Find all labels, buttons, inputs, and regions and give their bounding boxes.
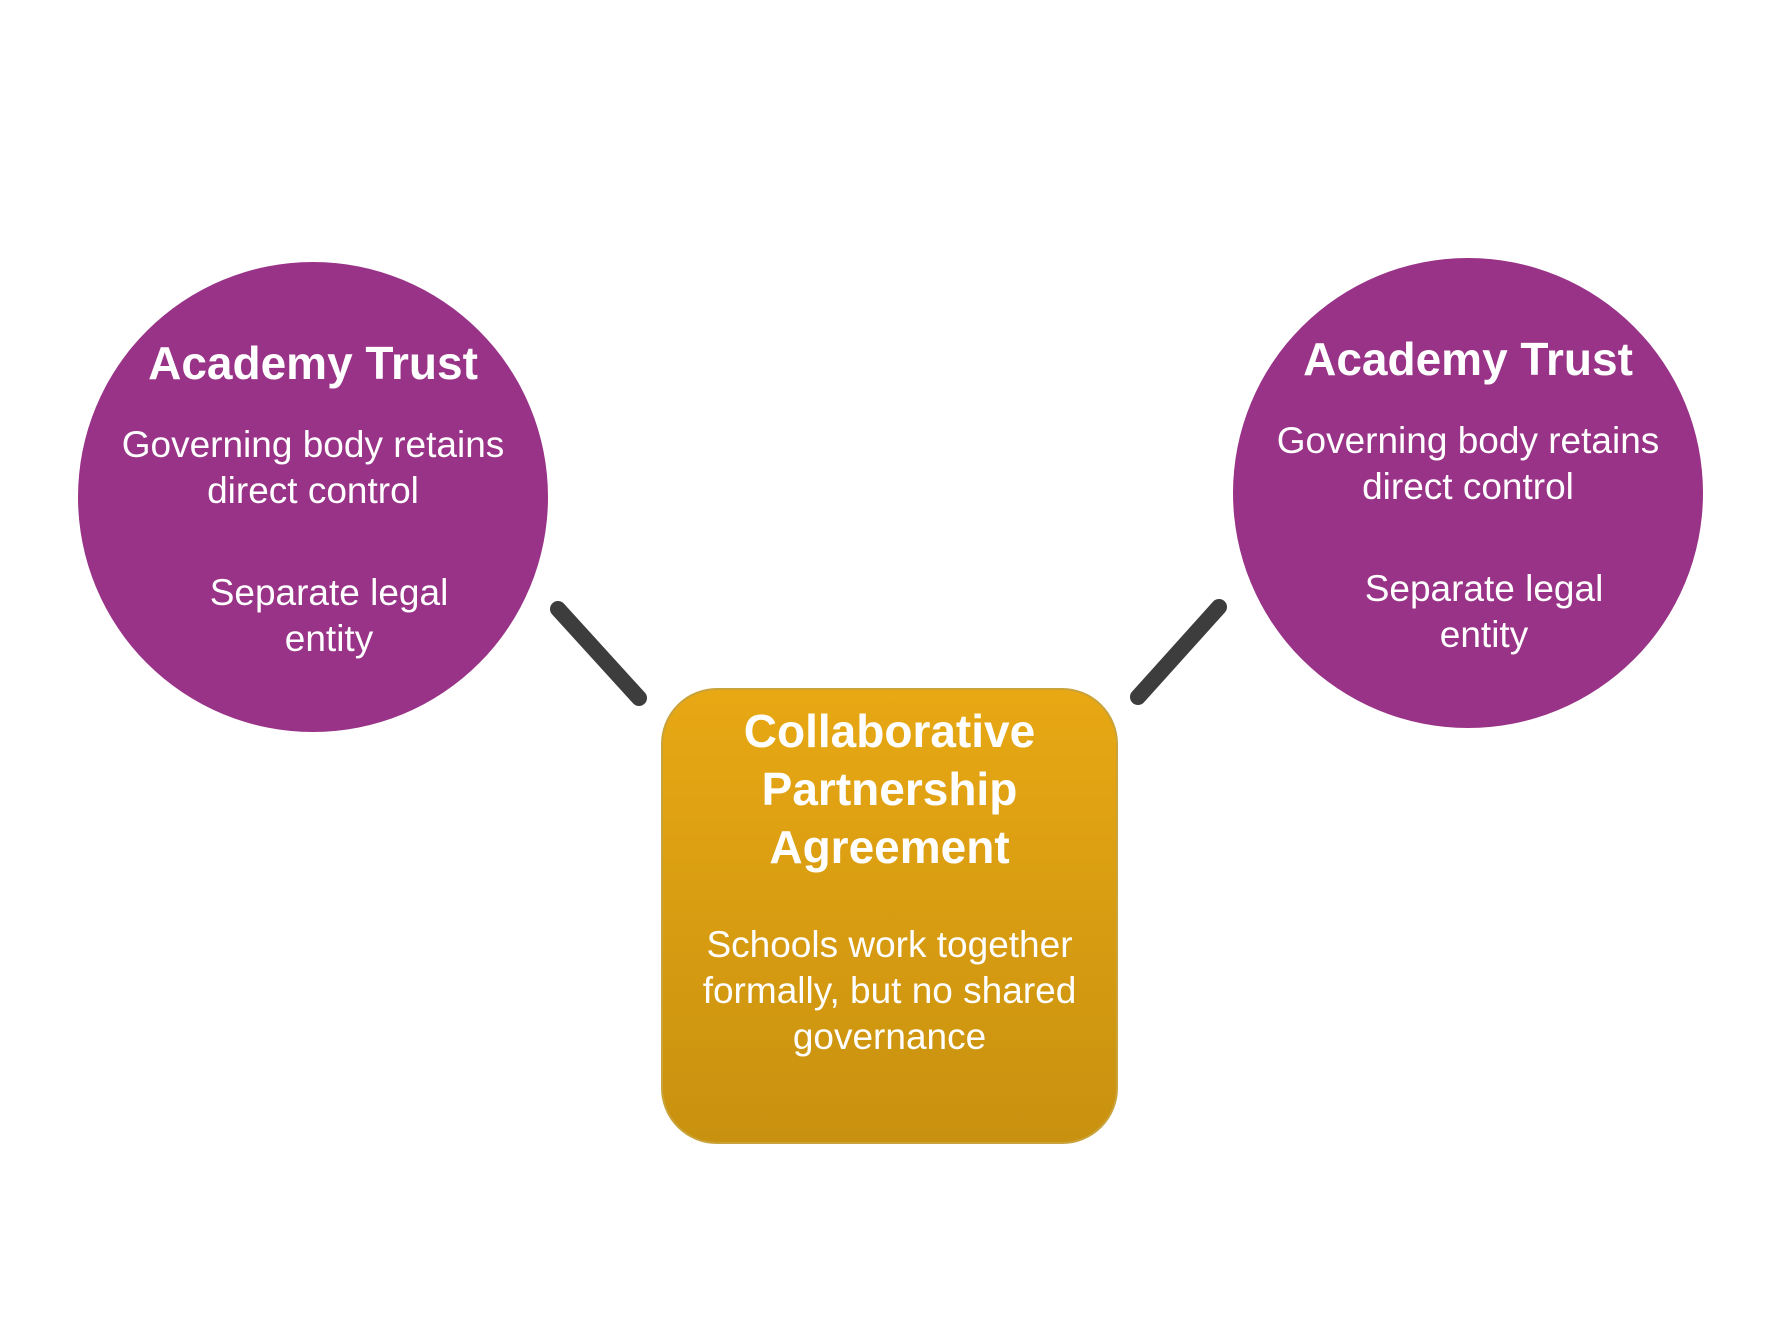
collaborative-partnership-node: Collaborative Partnership Agreement Scho…	[661, 688, 1118, 1144]
title-line: Collaborative	[743, 705, 1036, 757]
node-title: Collaborative Partnership Agreement	[663, 702, 1116, 876]
node-text-legal: Separate legal entity	[1249, 566, 1719, 658]
academy-trust-node-right: Academy Trust Governing body retains dir…	[1233, 258, 1703, 728]
title-line: Partnership	[761, 763, 1018, 815]
node-title: Academy Trust	[1303, 333, 1633, 385]
node-text-line: Governing body retains	[1276, 420, 1660, 461]
body-line: formally, but no shared	[702, 970, 1077, 1011]
node-text-line: entity	[284, 618, 374, 659]
connector-left	[550, 601, 647, 706]
title-line: Agreement	[769, 821, 1010, 873]
node-title: Academy Trust	[148, 337, 478, 389]
node-body: Schools work together formally, but no s…	[663, 922, 1116, 1060]
node-text-line: direct control	[1362, 466, 1574, 507]
node-text-governing: Governing body retains direct control	[1233, 418, 1703, 510]
node-text-line: Governing body retains	[121, 424, 505, 465]
academy-trust-node-left: Academy Trust Governing body retains dir…	[78, 262, 548, 732]
node-text-line: direct control	[207, 470, 419, 511]
body-line: Schools work together	[706, 924, 1073, 965]
connector-right	[1130, 599, 1227, 705]
body-line: governance	[792, 1016, 987, 1057]
node-text-line: Separate legal	[1364, 568, 1604, 609]
node-text-governing: Governing body retains direct control	[78, 422, 548, 514]
node-text-line: entity	[1439, 614, 1529, 655]
node-text-legal: Separate legal entity	[94, 570, 564, 662]
node-text-line: Separate legal	[209, 572, 449, 613]
